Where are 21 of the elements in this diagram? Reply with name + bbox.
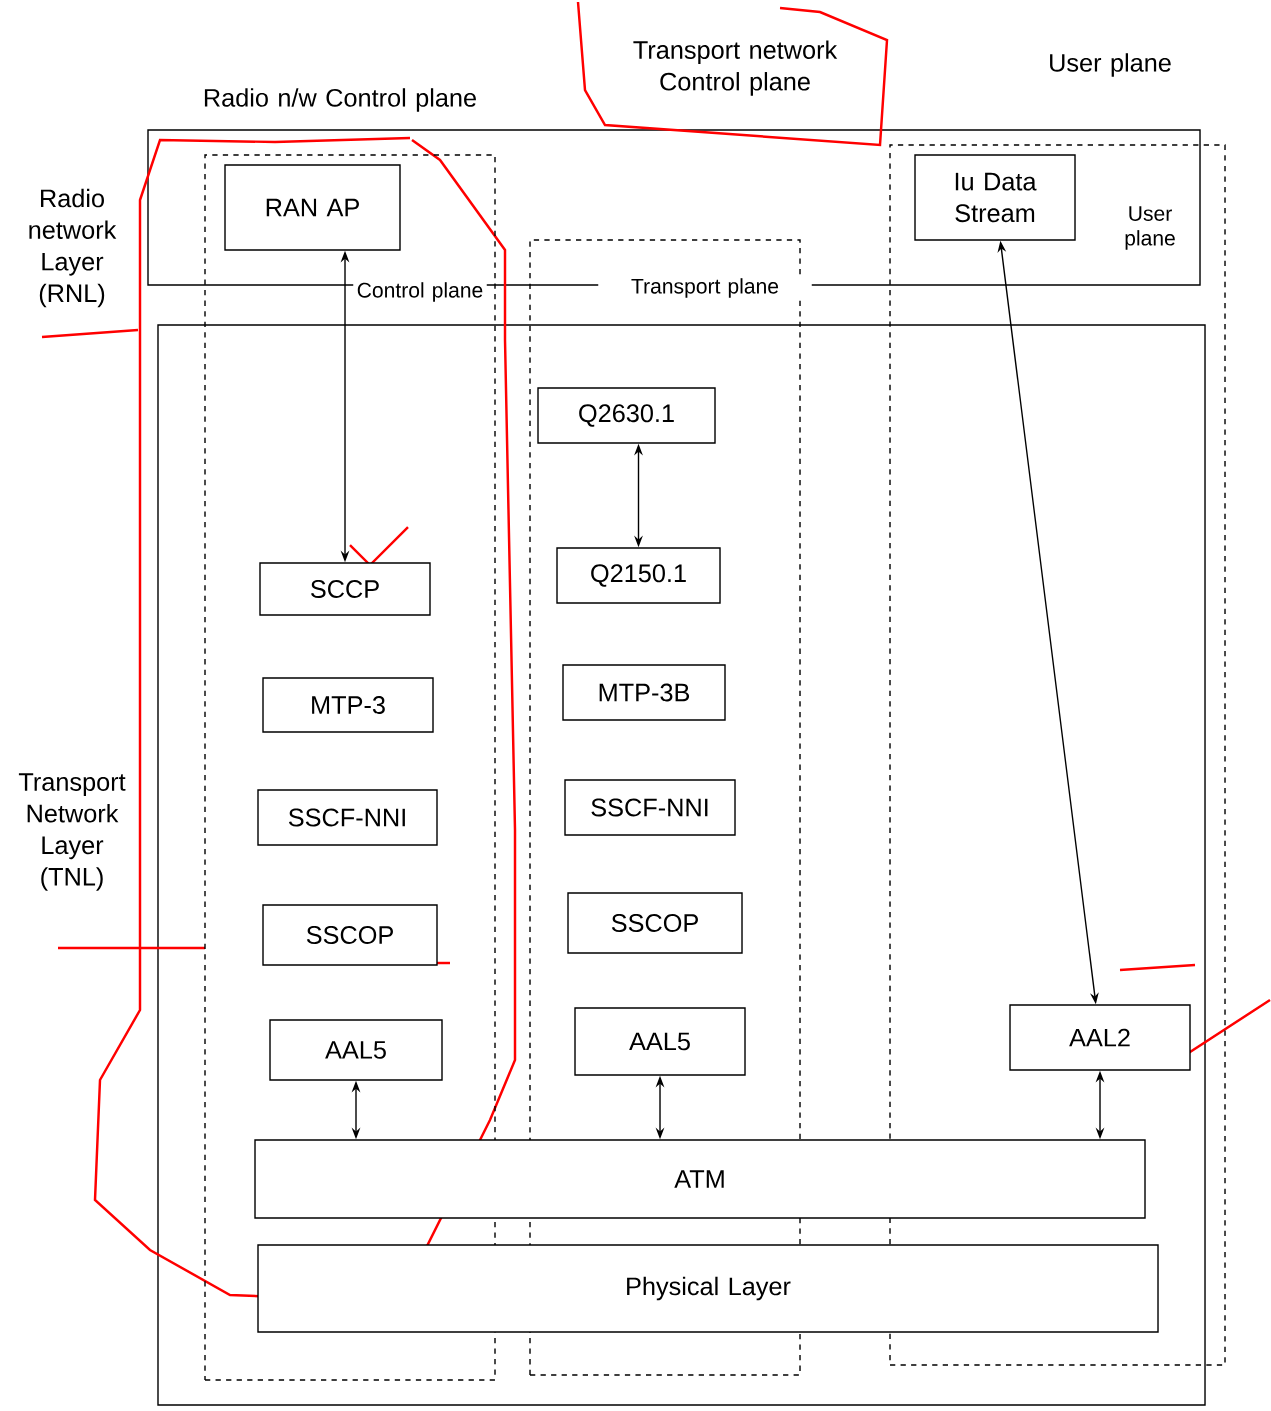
plane-label: Radio network Layer (RNL) xyxy=(29,188,117,308)
layer-box: AAL5 xyxy=(269,1019,443,1081)
layer-box: Q2630.1 xyxy=(537,387,716,444)
layer-box: MTP-3 xyxy=(262,677,434,733)
plane-label: Transport network Control plane xyxy=(633,40,838,96)
layer-box: SSCOP xyxy=(567,892,743,954)
layer-box: SSCF-NNI xyxy=(257,789,438,846)
layer-box: SCCP xyxy=(259,562,431,616)
layer-box: MTP-3B xyxy=(562,664,726,721)
plane-label: Radio n/w Control plane xyxy=(204,88,476,112)
layer-box: Physical Layer xyxy=(257,1244,1159,1333)
layer-box: AAL5 xyxy=(574,1007,746,1076)
layer-box: AAL2 xyxy=(1009,1004,1191,1071)
plane-label: User plane xyxy=(1050,53,1171,77)
layer-box: Q2150.1 xyxy=(556,547,721,604)
layer-box: RAN AP xyxy=(224,164,401,251)
layer-box: SSCOP xyxy=(262,904,438,966)
layer-box: SSCF-NNI xyxy=(564,779,736,836)
layer-box: Iu Data Stream xyxy=(914,154,1076,241)
plane-label: Transport Network Layer (TNL) xyxy=(18,773,126,891)
layer-box: ATM xyxy=(254,1139,1146,1219)
